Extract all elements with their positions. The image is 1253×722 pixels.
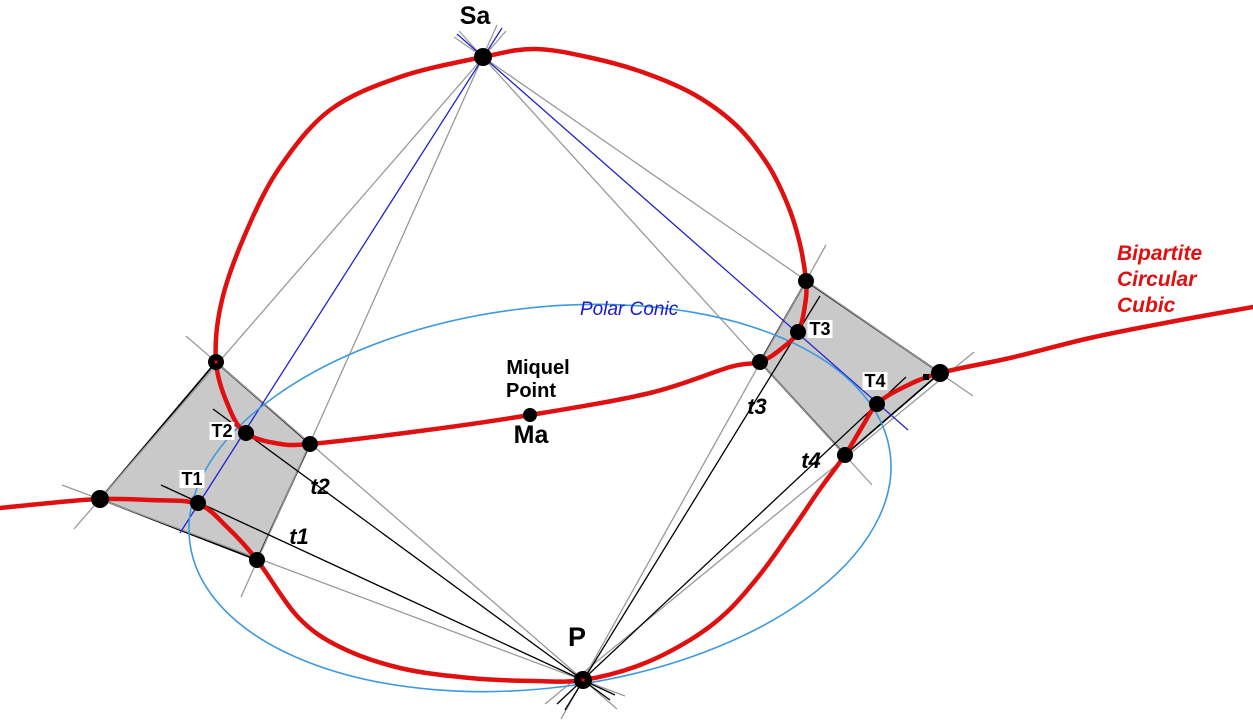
line-sa-right-upper: [453, 36, 974, 397]
line-sa-t2-t1: [179, 27, 503, 534]
vertex-rq-top: [798, 273, 814, 289]
point-t2: [238, 425, 254, 441]
label-polar-conic: Polar Conic: [580, 299, 679, 320]
tangent-line-t4: [556, 376, 907, 705]
line-p-left-lower: [61, 484, 626, 697]
label-t3: t3: [747, 394, 767, 419]
label-cubic-line2: Circular: [1117, 268, 1197, 291]
label-T2: T2: [209, 421, 235, 441]
point-t1: [190, 495, 206, 511]
polar-conic-ellipse: [188, 303, 892, 693]
vertex-rq-left: [752, 354, 768, 370]
label-T1: T1: [179, 469, 205, 489]
vertex-rq-right: [931, 364, 949, 382]
marker-square: [923, 374, 929, 380]
vertex-lq-bottom: [249, 552, 265, 568]
vertex-lq-right: [302, 436, 318, 452]
label-cubic-line1: Bipartite: [1117, 242, 1203, 265]
label-cubic-line3: Cubic: [1117, 294, 1176, 317]
label-t4: t4: [801, 448, 821, 473]
line-p-right-lower: [544, 351, 975, 705]
label-miquel-line1: Miquel: [506, 357, 570, 379]
point-sa: [474, 48, 492, 66]
label-t1: t1: [289, 524, 309, 549]
line-p-right-upper: [560, 244, 827, 720]
vertex-rq-bottom: [837, 447, 853, 463]
tangent-line-t3: [564, 295, 821, 711]
label-p: P: [567, 622, 587, 652]
label-T4: T4: [862, 371, 888, 391]
cubic-oval-branch: [213, 46, 809, 448]
tangent-quad-left: [98, 360, 312, 562]
line-p-left-upper: [185, 335, 618, 710]
label-sa: Sa: [459, 2, 491, 30]
tangent-line-t2: [212, 408, 611, 701]
point-ma: [523, 408, 537, 422]
point-t4: [869, 396, 885, 412]
label-miquel-line2: Point: [506, 380, 556, 402]
line-sa-left-lower: [240, 24, 498, 598]
line-sa-right-lower: [458, 30, 873, 486]
vertex-lq-top-center: [214, 360, 218, 364]
label-T3: T3: [807, 319, 833, 339]
tangent-line-t1: [160, 484, 616, 696]
line-sa-t3-t4: [456, 33, 909, 431]
line-sa-left-upper: [73, 30, 507, 530]
point-p-center: [581, 678, 585, 682]
vertex-lq-left: [91, 490, 109, 508]
point-t3: [790, 324, 806, 340]
label-t2: t2: [310, 474, 330, 499]
label-ma: Ma: [513, 421, 549, 449]
